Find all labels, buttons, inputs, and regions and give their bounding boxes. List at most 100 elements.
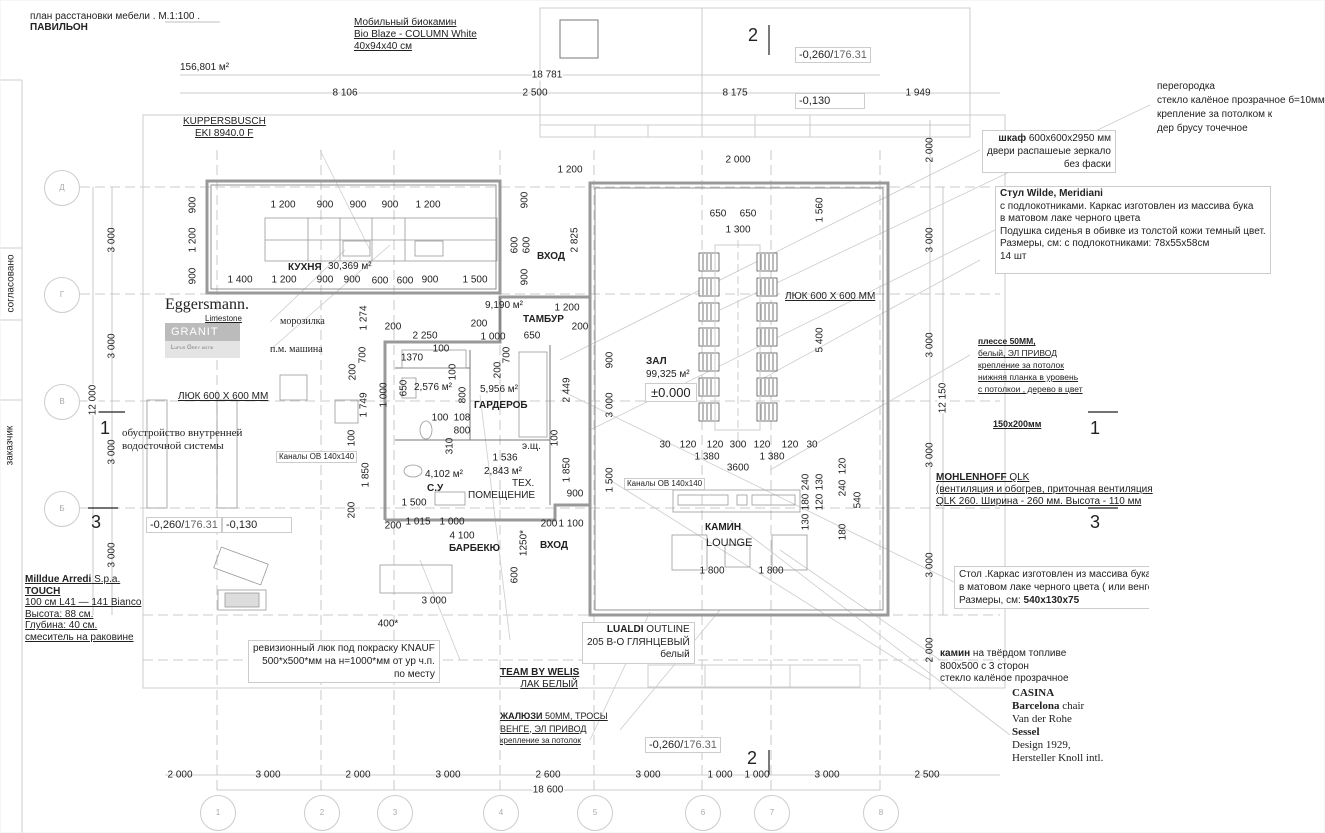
chair-icon — [756, 402, 778, 422]
dimension-label: 900 — [187, 267, 199, 285]
note-line: стекло калёное прозрачное — [940, 673, 1069, 684]
dimension-label: 2 500 — [522, 87, 548, 99]
dimension-label: 1 800 — [758, 565, 784, 577]
dimension-label: 3 000 — [604, 392, 616, 418]
note-line: по месту — [393, 669, 435, 680]
grid-axis-bubble: 2 — [304, 795, 340, 831]
dimension-label: 600 — [521, 236, 533, 254]
section-mark: 2 — [748, 25, 759, 45]
note-biofire: Bio Blaze - COLUMN White — [354, 29, 477, 40]
note-line: перегородка — [1157, 81, 1215, 92]
note-line: Hersteller Knoll intl. — [1012, 752, 1104, 764]
dimension-label: 108 — [453, 412, 471, 424]
note-line: двери распашеые зеркало — [987, 146, 1111, 157]
note-hatch: ЛЮК 600 X 600 ММ — [178, 391, 269, 402]
eggersmann-sub: Limestone — [205, 314, 242, 323]
note-text: на твёрдом топливе — [970, 648, 1067, 659]
note-first-line: Milldue Arredi S.p.a. — [25, 574, 141, 586]
level-value: -0,260/ — [799, 49, 834, 61]
dimension-label: 100 — [447, 363, 459, 381]
dimension-label: 1370 — [400, 352, 424, 364]
grid-axis-bubble: 6 — [685, 795, 721, 831]
note-line: Sessel — [1012, 726, 1040, 738]
note-line: крепление за потолком к — [1157, 109, 1273, 120]
dimension-label: 100 — [431, 412, 449, 424]
sheet-title: план расстановки мебели . М.1:100 . — [30, 11, 201, 22]
overall-height-left: 12 000 — [87, 384, 99, 416]
dimension-label: 900 — [187, 196, 199, 214]
note-table: Стол .Каркас изготовлен из массива бука … — [954, 566, 1149, 609]
note-first-line: MOHLENHOFF QLK — [936, 472, 1153, 484]
level-mark: -0,260/176.31 — [645, 737, 721, 753]
dimension-label: 2 000 — [167, 769, 193, 781]
dimension-label: 1 200 — [557, 164, 583, 176]
chair-icon — [698, 402, 720, 422]
dimension-label: 180 — [800, 493, 812, 511]
note-first-line: шкаф 600x600x2950 мм — [987, 132, 1111, 145]
service-furniture — [146, 349, 548, 611]
note-line: крепление за потолок — [978, 360, 1064, 370]
room-entry: ВХОД — [537, 251, 566, 262]
grid-axis-bubble: 7 — [754, 795, 790, 831]
grid-axis-bubble: 8 — [863, 795, 899, 831]
dimension-label: 1 850 — [561, 457, 573, 483]
note-line: CASINA — [1012, 687, 1055, 699]
dimension-label: 120 — [814, 493, 826, 511]
dimension-label: 1 000 — [707, 769, 733, 781]
note-text: 600x600x2950 мм — [1026, 133, 1111, 144]
dimension-label: 3 000 — [106, 439, 118, 465]
room-kitchen: КУХНЯ — [288, 262, 322, 273]
note-bold: MOHLENHOFF — [936, 472, 1007, 483]
dimension-label: 200 — [346, 501, 358, 519]
note-bold: LUALDI — [606, 624, 644, 635]
dimension-label: 2 000 — [924, 137, 936, 163]
fireplace-and-lounge — [671, 489, 808, 571]
dimension-label: 2 000 — [725, 154, 751, 166]
dimension-label: 100 — [432, 343, 450, 355]
level-absolute: 176.31 — [683, 739, 717, 751]
dimension-label: 1 000 — [439, 516, 465, 528]
note-bold: Barcelona — [1012, 700, 1060, 712]
overall-width-bottom: 18 600 — [532, 784, 564, 796]
dimension-label: 2 825 — [569, 227, 581, 253]
note-drainage: обустройство внутренней водосточной сист… — [122, 427, 243, 452]
note-biofire: 40x94x40 см — [354, 41, 413, 52]
hall-zero-level: ±0.000 — [645, 383, 697, 402]
dimension-label: 900 — [316, 274, 334, 286]
dimension-label: 1 000 — [744, 769, 770, 781]
dimension-label: 5 400 — [814, 327, 826, 353]
note-grille: 150x200мм — [993, 419, 1042, 429]
dimension-label: 400* — [377, 618, 399, 630]
dimension-label: 2 500 — [914, 769, 940, 781]
room-fireplace: КАМИН — [705, 522, 742, 533]
note-last-line: Размеры, см: 540x130x75 — [959, 594, 1145, 607]
dimension-label: 1 300 — [725, 224, 751, 236]
note-biofire: Мобильный биокамин — [354, 17, 457, 28]
dimension-label: 240 — [800, 473, 812, 491]
note-line: нижняя планка в уровень — [978, 372, 1079, 382]
dimension-label: 900 — [519, 191, 531, 209]
dimension-label: 650 — [398, 379, 410, 397]
note-hatch: ЛЮК 600 X 600 ММ — [785, 291, 876, 302]
room-tech-2: ПОМЕЩЕНИЕ — [468, 490, 536, 501]
grid-axis-bubble: 4 — [483, 795, 519, 831]
section-mark: 1 — [1090, 418, 1101, 438]
dimension-label: 1 000 — [480, 331, 506, 343]
note-title: Стул Wilde, Meridiani — [1000, 188, 1103, 199]
note-text: QLK — [1006, 472, 1030, 483]
note-line: ревизионный люк под покраску KNAUF — [253, 643, 435, 654]
note-line: Стол .Каркас изготовлен из массива бука — [959, 569, 1149, 580]
dimension-label: 1 560 — [814, 197, 826, 223]
tech-area: 2,843 м² — [484, 466, 523, 477]
dimension-label: 240 — [837, 479, 849, 497]
dimension-label: 3 000 — [924, 552, 936, 578]
dimension-label: 900 — [343, 274, 361, 286]
chair-icon — [756, 377, 778, 397]
dimension-label: 3 000 — [106, 542, 118, 568]
dimension-label: 1250* — [518, 529, 530, 557]
note-line: 14 шт — [1000, 250, 1027, 262]
dimension-label: 700 — [357, 346, 369, 364]
dimension-label: 1 100 — [558, 518, 584, 530]
kitchen-furniture — [264, 217, 498, 262]
note-line: Высота: 88 см. — [25, 608, 94, 620]
